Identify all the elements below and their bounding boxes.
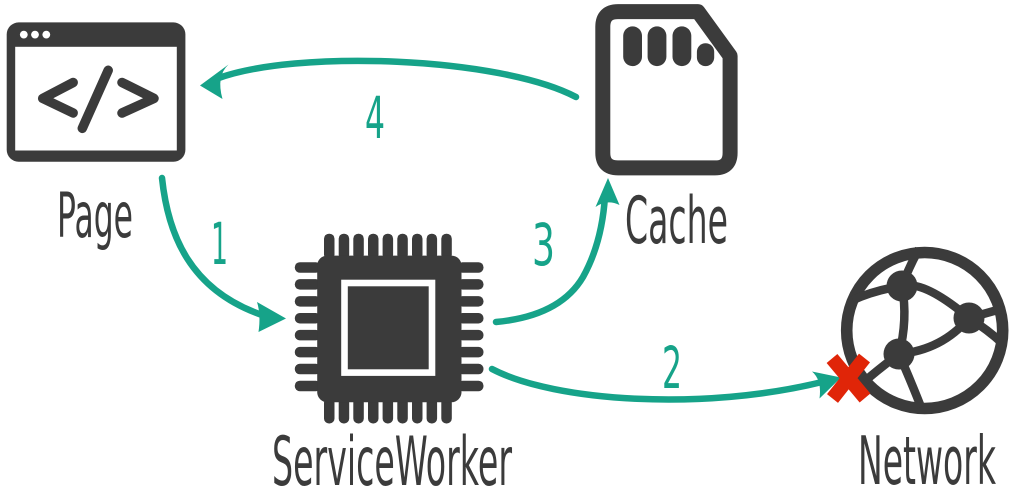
- cpu-pin-bottom-9: [441, 397, 452, 424]
- arrow-step-2-serviceworker-to-network: [488, 365, 841, 403]
- step-3-number: 3: [532, 211, 555, 279]
- cpu-pin-bottom-2: [338, 397, 350, 424]
- node-network: Network: [826, 246, 1009, 492]
- cpu-pin-right-4: [457, 313, 484, 324]
- cpu-pin-top-3: [353, 233, 364, 260]
- cpu-pin-left-4: [294, 313, 321, 324]
- cpu-pin-top-2: [338, 233, 350, 260]
- sd-card-pin-4: [696, 43, 715, 67]
- red-x-failure-mark: [826, 353, 871, 403]
- cpu-pin-left-3: [294, 296, 321, 307]
- cpu-pin-top-1: [324, 233, 335, 260]
- cpu-chip-icon: [294, 233, 484, 424]
- cpu-pin-top-5: [382, 233, 394, 260]
- globe-hub-bottom: [883, 338, 915, 370]
- window-dot-3: [42, 30, 51, 39]
- arrow-step-4-cache-to-page: [200, 57, 580, 101]
- cpu-pin-bottom-4: [368, 397, 379, 424]
- node-cache: Cache: [595, 4, 738, 259]
- page-label: Page: [57, 179, 133, 252]
- step-2-number: 2: [662, 334, 682, 402]
- step-1-number: 1: [211, 210, 228, 278]
- window-dot-2: [31, 30, 39, 39]
- cpu-pin-bottom-3: [353, 397, 364, 424]
- cpu-pin-left-6: [294, 346, 321, 358]
- cpu-pin-bottom-1: [324, 397, 335, 424]
- arrow-step-3-serviceworker-to-cache: [492, 178, 620, 326]
- code-brackets-glyph: [37, 65, 159, 134]
- cpu-pins-left: [294, 262, 321, 392]
- serviceworker-label: ServiceWorker: [272, 423, 512, 492]
- cpu-pin-top-8: [426, 233, 438, 260]
- globe-network-icon: [840, 246, 1009, 415]
- cpu-core-frame: [341, 279, 436, 376]
- network-label: Network: [858, 422, 996, 492]
- cpu-pin-right-5: [457, 329, 484, 341]
- cpu-pin-top-9: [441, 233, 452, 260]
- open-bracket-glyph: [37, 77, 78, 118]
- sd-card-body: [595, 4, 738, 176]
- cpu-pins-top: [324, 233, 452, 260]
- cache-label: Cache: [625, 184, 728, 259]
- cpu-pin-bottom-8: [426, 397, 438, 424]
- arrow-4-head: [200, 64, 229, 99]
- slash-glyph: [77, 65, 113, 134]
- arrow-1-line: [158, 174, 266, 319]
- sd-card-pin-2: [647, 26, 667, 67]
- cpu-pin-right-8: [457, 380, 484, 392]
- cpu-pin-left-7: [294, 363, 321, 375]
- arrow-2-head: [812, 371, 841, 399]
- cpu-pin-top-6: [397, 233, 408, 260]
- cpu-pin-bottom-7: [412, 397, 423, 424]
- cpu-pin-right-6: [457, 346, 484, 358]
- cpu-pin-bottom-6: [397, 397, 408, 424]
- sd-card-pin-3: [672, 26, 692, 67]
- red-x-stroke-2: [827, 353, 870, 403]
- node-page: Page: [6, 22, 186, 252]
- cpu-body: [317, 255, 462, 403]
- cpu-pin-left-5: [294, 329, 321, 341]
- cpu-pin-right-2: [457, 279, 484, 290]
- node-serviceworker: ServiceWorker: [272, 233, 512, 492]
- cpu-pin-right-1: [457, 262, 484, 273]
- arrow-2-line: [488, 365, 826, 403]
- close-bracket-glyph: [117, 77, 159, 118]
- sd-card-icon: [595, 4, 738, 176]
- step-4-number: 4: [365, 84, 385, 152]
- arrow-3-head: [595, 178, 620, 207]
- window-dot-1: [19, 30, 28, 39]
- arrow-4-line: [212, 57, 580, 101]
- arrow-3-line: [492, 192, 609, 326]
- arrow-1-head: [257, 302, 286, 332]
- globe-hub-right: [953, 302, 985, 334]
- globe-circle: [840, 246, 1009, 415]
- cpu-pins-right: [457, 262, 484, 392]
- sd-card-pin-1: [623, 26, 642, 67]
- cpu-pin-top-4: [368, 233, 379, 260]
- browser-window-code-icon: [6, 22, 186, 162]
- cpu-pin-left-1: [294, 262, 321, 273]
- cpu-pin-right-7: [457, 363, 484, 375]
- cpu-pin-top-7: [412, 233, 423, 260]
- cpu-pins-bottom: [324, 397, 452, 424]
- cpu-pin-left-8: [294, 380, 321, 392]
- globe-hub-top: [886, 270, 918, 302]
- cpu-pin-left-2: [294, 279, 321, 290]
- arrow-step-1-page-to-serviceworker: [158, 174, 286, 332]
- cpu-pin-bottom-5: [382, 397, 394, 424]
- cpu-pin-right-3: [457, 296, 484, 307]
